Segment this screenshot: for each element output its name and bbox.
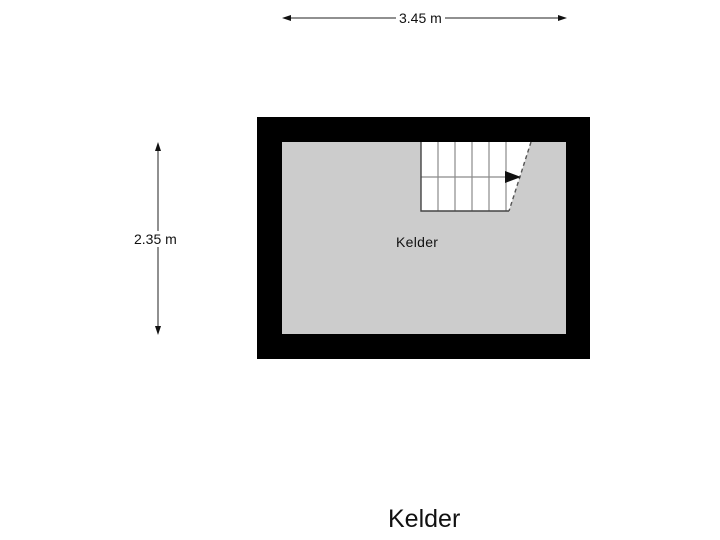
stair-cut-line: [508, 141, 532, 212]
width-dimension-label: 3.45 m: [396, 10, 445, 26]
stair-direction-arrow-icon: [505, 171, 521, 183]
arrow-up-icon: [155, 142, 161, 151]
arrow-right-icon: [558, 15, 567, 21]
arrow-left-icon: [282, 15, 291, 21]
room-label-kelder: Kelder: [396, 234, 439, 250]
staircase: [420, 141, 532, 212]
arrow-down-icon: [155, 326, 161, 335]
height-dimension-label: 2.35 m: [131, 231, 180, 247]
floor-title: Kelder: [388, 505, 461, 533]
